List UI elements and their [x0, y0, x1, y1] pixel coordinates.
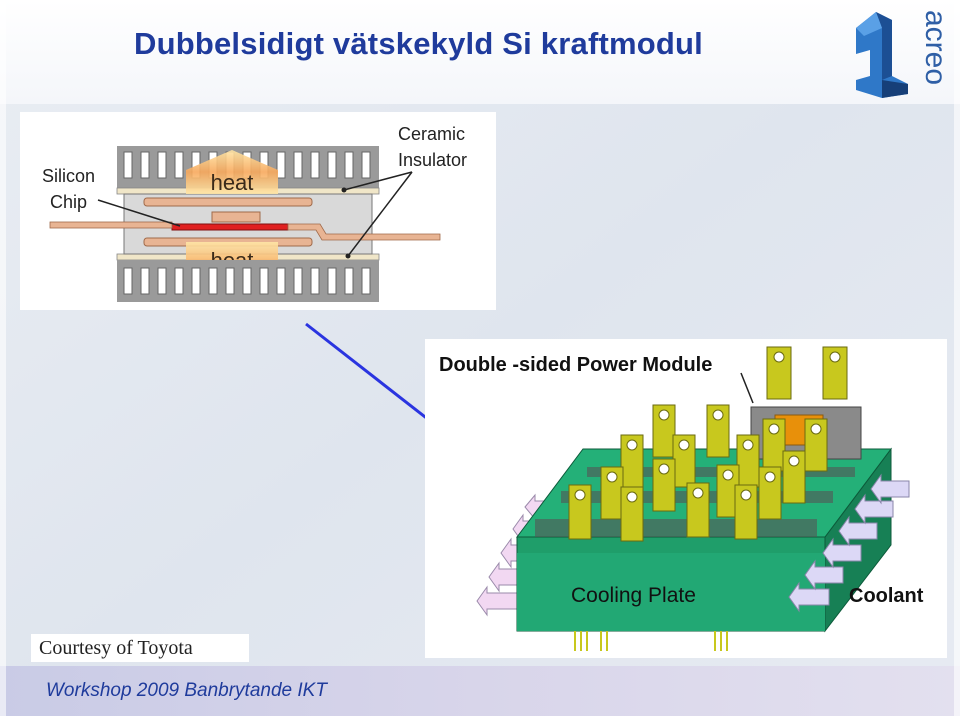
module-title: Double -sided Power Module: [439, 354, 712, 376]
slide-footer: Workshop 2009 Banbrytande IKT: [46, 680, 327, 701]
power-module-diagram: Double -sided Power Module: [425, 339, 947, 658]
chip-label: Chip: [50, 192, 87, 212]
credit-caption: Courtesy of Toyota: [31, 634, 249, 662]
bottom-heat-sink: [117, 260, 379, 302]
bottom-pins: [574, 631, 728, 651]
coolant-label: Coolant: [849, 585, 924, 607]
logo-mark-icon: [856, 12, 908, 98]
heat-top-label: heat: [211, 170, 254, 195]
insulator-label: Insulator: [398, 150, 467, 170]
cross-section-diagram: heat heat Silicon Chip Ceramic Insulator: [20, 112, 496, 310]
acreo-logo: acreo: [856, 10, 952, 98]
logo-text: acreo: [919, 10, 952, 85]
chip-leader-line: [97, 199, 181, 227]
module-terminals: [568, 346, 848, 542]
slide-title: Dubbelsidigt vätskekyld Si kraftmodul: [134, 26, 703, 61]
silicon-label: Silicon: [42, 166, 95, 186]
coolant-arrows-right: [788, 473, 910, 613]
cooling-plate-label: Cooling Plate: [571, 584, 696, 607]
heat-arrow-up-icon: [186, 150, 278, 194]
ceramic-label: Ceramic: [398, 124, 465, 144]
